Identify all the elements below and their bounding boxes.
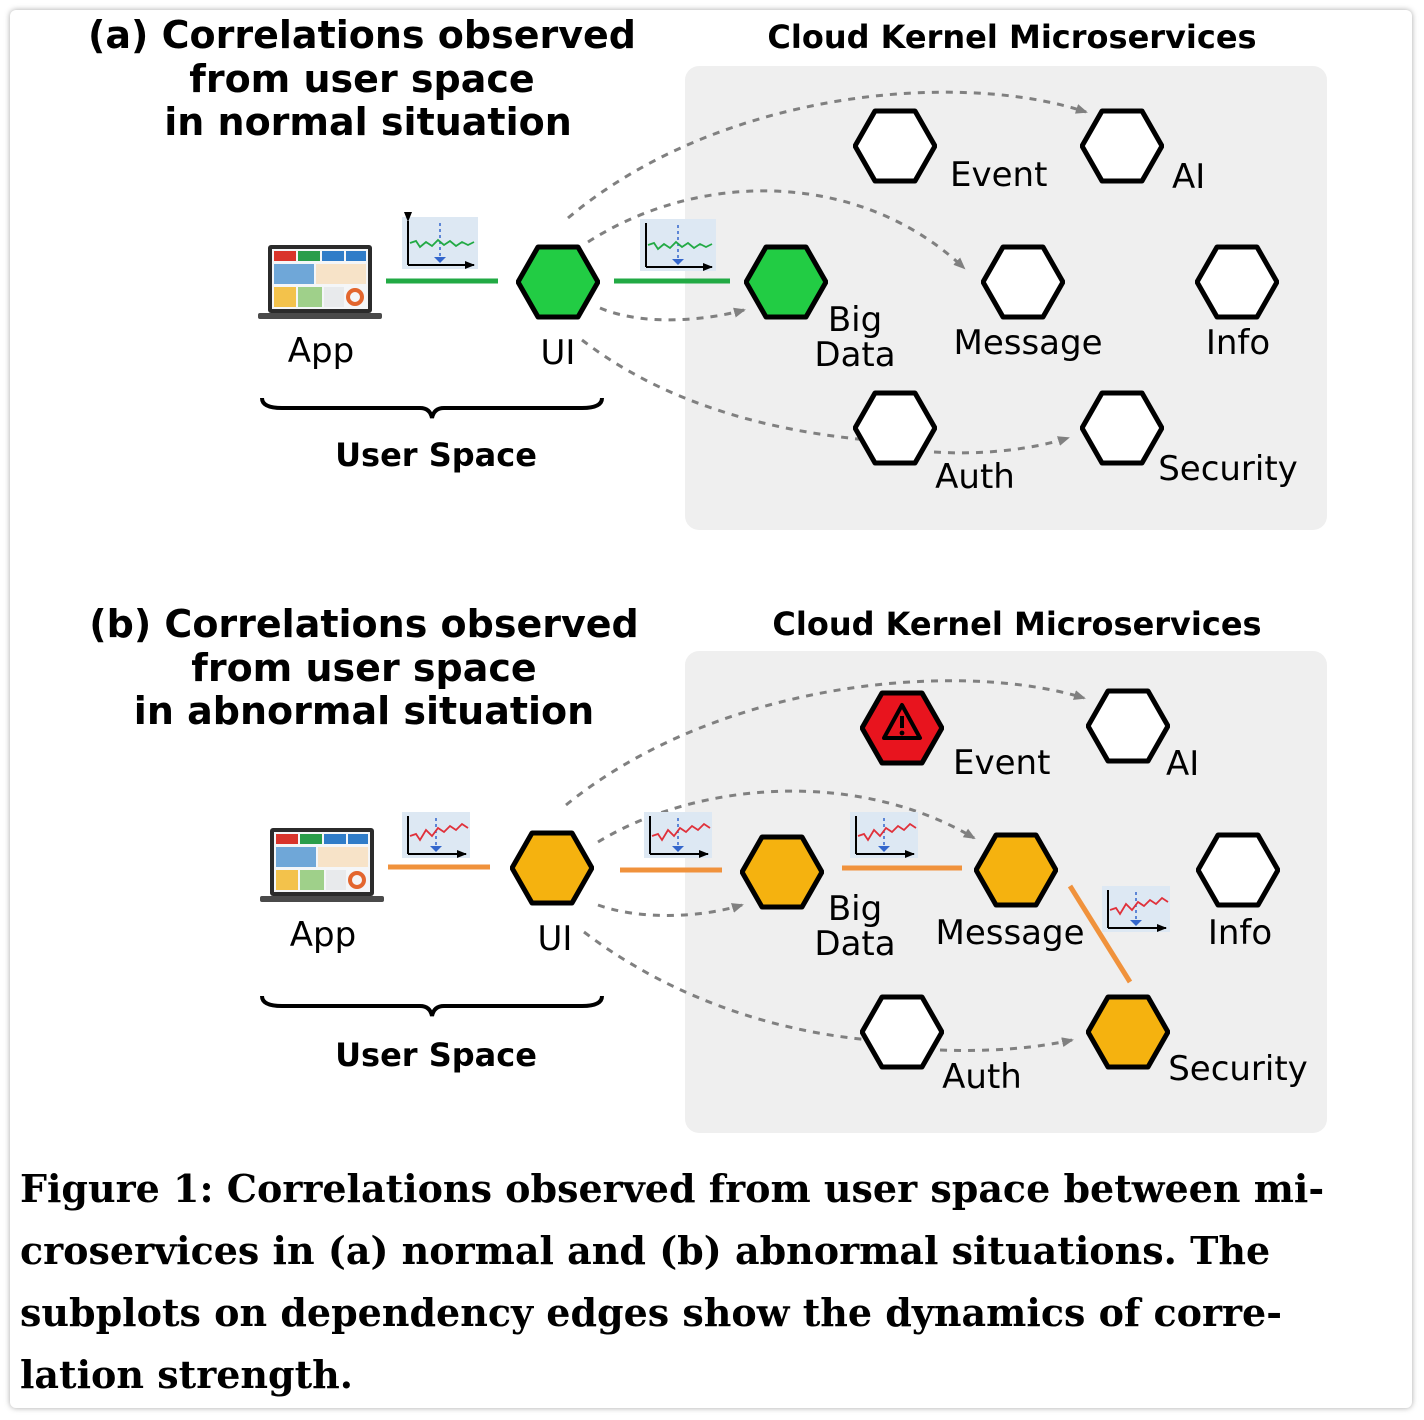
edge-ui-message — [597, 789, 976, 844]
panel-b-correlation-plot-ui-bigdata — [644, 812, 712, 858]
panel-b-message-node — [976, 835, 1056, 905]
figure-caption: Figure 1: Correlations observed from use… — [20, 1158, 1402, 1406]
caption-line-3: subplots on dependency edges show the dy… — [20, 1290, 1282, 1335]
panel-b-dependency-edges — [565, 679, 1086, 1053]
edge-ui-message — [587, 189, 966, 270]
panel-b-ui-node — [512, 833, 592, 903]
panel-b-bigdata-label-2: Data — [814, 924, 895, 964]
warning-icon — [882, 703, 922, 740]
panel-b-title-line-1: (b) Correlations observed — [89, 602, 638, 646]
panel-b-security-node — [1088, 997, 1168, 1067]
panel-a-app-label: App — [288, 331, 354, 371]
panel-a-title-line-1: (a) Correlations observed — [88, 13, 636, 57]
panel-a-user-space-brace — [260, 397, 604, 419]
panel-a-cloud-title: Cloud Kernel Microservices — [767, 18, 1256, 56]
panel-a-event-node — [855, 111, 935, 181]
panel-a-ui-node — [518, 247, 598, 317]
panel-a-info-node — [1197, 247, 1277, 317]
panel-a-title-line-2: from user space — [189, 57, 534, 101]
caption-line-4: lation strength. — [20, 1352, 354, 1397]
panel-b-app-laptop-icon — [260, 828, 384, 902]
panel-a-message-node — [983, 247, 1063, 317]
panel-b-app-label: App — [290, 915, 356, 955]
panel-b-info-label: Info — [1208, 913, 1272, 953]
panel-a-user-space-label: User Space — [335, 436, 537, 474]
edge-auth-security — [939, 1037, 1074, 1053]
panel-a-auth-label: Auth — [935, 457, 1015, 497]
panel-b-user-space-brace — [260, 995, 604, 1017]
panel-a: (a) Correlations observed from user spac… — [88, 13, 1327, 530]
panel-a-title-line-3: in normal situation — [164, 100, 572, 144]
panel-b-bigdata-node — [742, 837, 822, 907]
panel-a-message-label: Message — [953, 323, 1102, 363]
caption-line-2: croservices in (a) normal and (b) abnorm… — [20, 1228, 1271, 1273]
panel-a-auth-node — [855, 393, 935, 463]
edge-ui-bigdata — [599, 306, 746, 322]
panel-b-cloud-title: Cloud Kernel Microservices — [772, 605, 1261, 643]
panel-b-auth-node — [862, 997, 942, 1067]
panel-b-title-line-2: from user space — [191, 646, 536, 690]
panel-a-dependency-edges — [567, 90, 1088, 455]
panel-b-correlation-plot-bigdata-message — [850, 812, 918, 858]
panel-a-ui-label: UI — [541, 333, 576, 373]
panel-b-info-node — [1198, 835, 1278, 905]
panel-a-ai-label: AI — [1172, 157, 1205, 197]
edge-auth-security — [933, 436, 1070, 455]
panel-a-bigdata-label-2: Data — [814, 335, 895, 375]
panel-b-auth-label: Auth — [942, 1057, 1022, 1097]
panel-a-security-label: Security — [1158, 449, 1298, 489]
panel-a-security-node — [1082, 393, 1162, 463]
edge-message-security-correlation — [1067, 884, 1133, 984]
panel-a-app-laptop-icon — [258, 245, 382, 319]
panel-b-security-label: Security — [1168, 1049, 1308, 1089]
panel-b-ai-node — [1088, 691, 1168, 761]
panel-b-bigdata-label-1: Big — [828, 889, 882, 929]
panel-b-correlation-plot-app-ui — [402, 812, 470, 858]
edge-ui-bigdata — [597, 903, 744, 917]
panel-a-bigdata-node — [746, 247, 826, 317]
edge-ui-auth — [583, 930, 871, 1042]
panel-b-ui-label: UI — [538, 919, 573, 959]
edge-ui-ai — [565, 679, 1086, 807]
panel-b: (b) Correlations observed from user spac… — [89, 602, 1327, 1133]
panel-a-correlation-plot-app-ui — [402, 212, 478, 269]
panel-b-correlation-plot-message-security — [1102, 886, 1170, 932]
caption-line-1: Figure 1: Correlations observed from use… — [20, 1166, 1325, 1211]
panel-b-title-line-3: in abnormal situation — [134, 689, 594, 733]
microservice-diagram: (a) Correlations observed from user spac… — [88, 13, 1327, 1133]
panel-a-info-label: Info — [1206, 323, 1270, 363]
panel-a-bigdata-label-1: Big — [828, 300, 882, 340]
panel-a-correlation-plot-ui-bigdata — [640, 219, 716, 271]
panel-a-event-label: Event — [950, 155, 1047, 195]
panel-b-message-label: Message — [935, 913, 1084, 953]
panel-a-ai-node — [1082, 111, 1162, 181]
edge-ui-ai — [567, 90, 1088, 220]
panel-b-ai-label: AI — [1166, 744, 1199, 784]
panel-b-event-label: Event — [953, 743, 1050, 783]
panel-b-user-space-label: User Space — [335, 1036, 537, 1074]
